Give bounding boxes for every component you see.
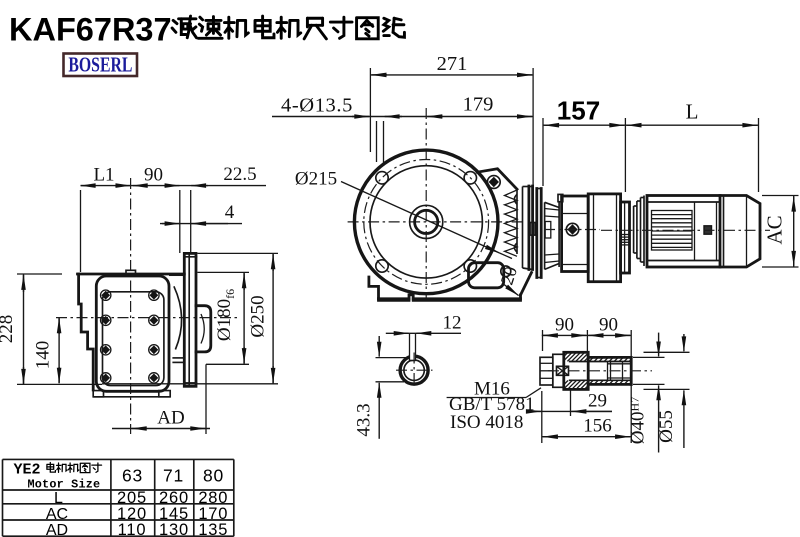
svg-text:179: 179 [463,94,494,116]
svg-text:AD: AD [46,522,68,537]
svg-text:260: 260 [159,489,189,507]
svg-text:AC: AC [763,215,787,244]
svg-text:KAF67R37: KAF67R37 [9,12,172,48]
svg-text:4-Ø13.5: 4-Ø13.5 [281,95,353,117]
svg-text:43.3: 43.3 [354,403,375,436]
svg-text:Motor Size: Motor Size [28,478,101,492]
svg-text:280: 280 [198,489,228,507]
svg-text:90: 90 [555,315,574,336]
svg-text:GB/T 5781: GB/T 5781 [449,394,535,415]
svg-text:228: 228 [0,315,17,344]
svg-text:130: 130 [159,521,189,537]
svg-text:271: 271 [437,53,468,75]
svg-text:4: 4 [225,202,235,223]
svg-text:71: 71 [163,466,184,486]
svg-text:90: 90 [144,165,163,186]
svg-text:157: 157 [557,96,600,126]
svg-text:L1: L1 [93,165,114,186]
svg-text:YE2: YE2 [14,462,41,479]
svg-text:156: 156 [583,416,612,437]
svg-text:140: 140 [33,341,54,370]
svg-text:Ø250: Ø250 [248,295,269,337]
svg-text:110: 110 [118,521,147,537]
svg-text:AC: AC [46,506,68,523]
svg-text:205: 205 [117,489,147,507]
svg-text:120: 120 [117,505,147,523]
svg-text:AD: AD [157,408,184,429]
svg-text:90: 90 [599,315,618,336]
svg-text:M16: M16 [474,379,510,400]
svg-text:29: 29 [588,391,607,412]
svg-text:145: 145 [159,505,189,523]
svg-text:63: 63 [122,466,143,486]
svg-text:L: L [686,100,699,124]
svg-text:L: L [54,490,63,507]
svg-text:Ø180f6: Ø180f6 [214,289,237,341]
svg-text:ISO 4018: ISO 4018 [450,412,523,433]
svg-text:Ø215: Ø215 [295,169,337,190]
svg-text:12: 12 [443,313,462,334]
svg-text:22.5: 22.5 [223,164,256,185]
svg-text:135: 135 [198,521,228,537]
svg-text:80: 80 [203,466,224,486]
svg-text:Ø55: Ø55 [656,410,677,443]
svg-text:BOSERL: BOSERL [68,53,132,77]
svg-text:170: 170 [198,505,228,523]
